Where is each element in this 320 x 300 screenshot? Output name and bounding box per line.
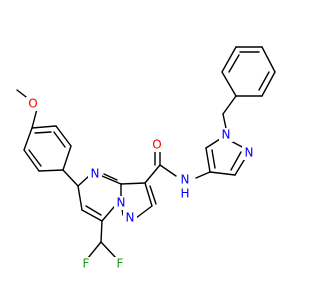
atom-n-pyrazole-1: N — [222, 128, 231, 142]
bond — [53, 131, 66, 148]
atom-n-pyrimidine: N — [91, 167, 100, 181]
bond — [38, 169, 64, 172]
bond — [195, 171, 211, 179]
atom-n-pyrazolo: N — [126, 211, 135, 225]
bond — [209, 171, 236, 176]
bonds — [16, 46, 276, 259]
bond — [230, 151, 242, 171]
atom-n-bridgehead: N — [117, 196, 126, 210]
bond — [85, 205, 102, 216]
bond — [62, 169, 79, 187]
atom-h-amide: H — [180, 187, 189, 201]
bond — [34, 131, 52, 134]
bond — [31, 125, 57, 129]
bond — [221, 46, 237, 73]
bond — [100, 220, 103, 243]
bond — [31, 108, 38, 129]
bond — [28, 149, 42, 167]
bond — [222, 95, 237, 115]
bond — [101, 175, 122, 185]
bond — [77, 185, 83, 211]
bond — [159, 164, 177, 177]
bond — [23, 127, 33, 151]
bond — [258, 71, 270, 91]
bond — [101, 206, 115, 222]
atom-n-amide: N — [181, 173, 190, 187]
bond — [144, 164, 161, 184]
bond — [205, 138, 221, 149]
atom-f-right: F — [117, 257, 124, 271]
bond — [77, 175, 90, 187]
bond — [103, 173, 118, 181]
bond — [87, 241, 102, 259]
atom-n-pyrazole-2: N — [245, 146, 254, 160]
bond — [144, 182, 153, 207]
bond — [135, 205, 153, 219]
atom-f-left: F — [83, 257, 90, 271]
bond — [261, 71, 276, 97]
bond — [55, 125, 72, 147]
bond — [211, 149, 216, 169]
molecule-diagram: N N N H O N N N O — [16, 46, 276, 271]
bond — [23, 149, 40, 172]
bond — [62, 145, 72, 171]
atom-o-carbonyl: O — [152, 138, 161, 152]
bond — [261, 46, 276, 73]
bond — [221, 71, 237, 97]
bond — [149, 185, 157, 205]
structure-svg: N N N H O N N N O — [16, 46, 276, 271]
atom-labels: N N N H O N N N O — [26, 97, 256, 271]
bond — [120, 182, 146, 185]
atom-o-methoxy: O — [28, 97, 37, 111]
bond — [205, 147, 211, 173]
bond — [228, 54, 240, 73]
bond — [81, 209, 103, 222]
bond — [100, 241, 117, 259]
